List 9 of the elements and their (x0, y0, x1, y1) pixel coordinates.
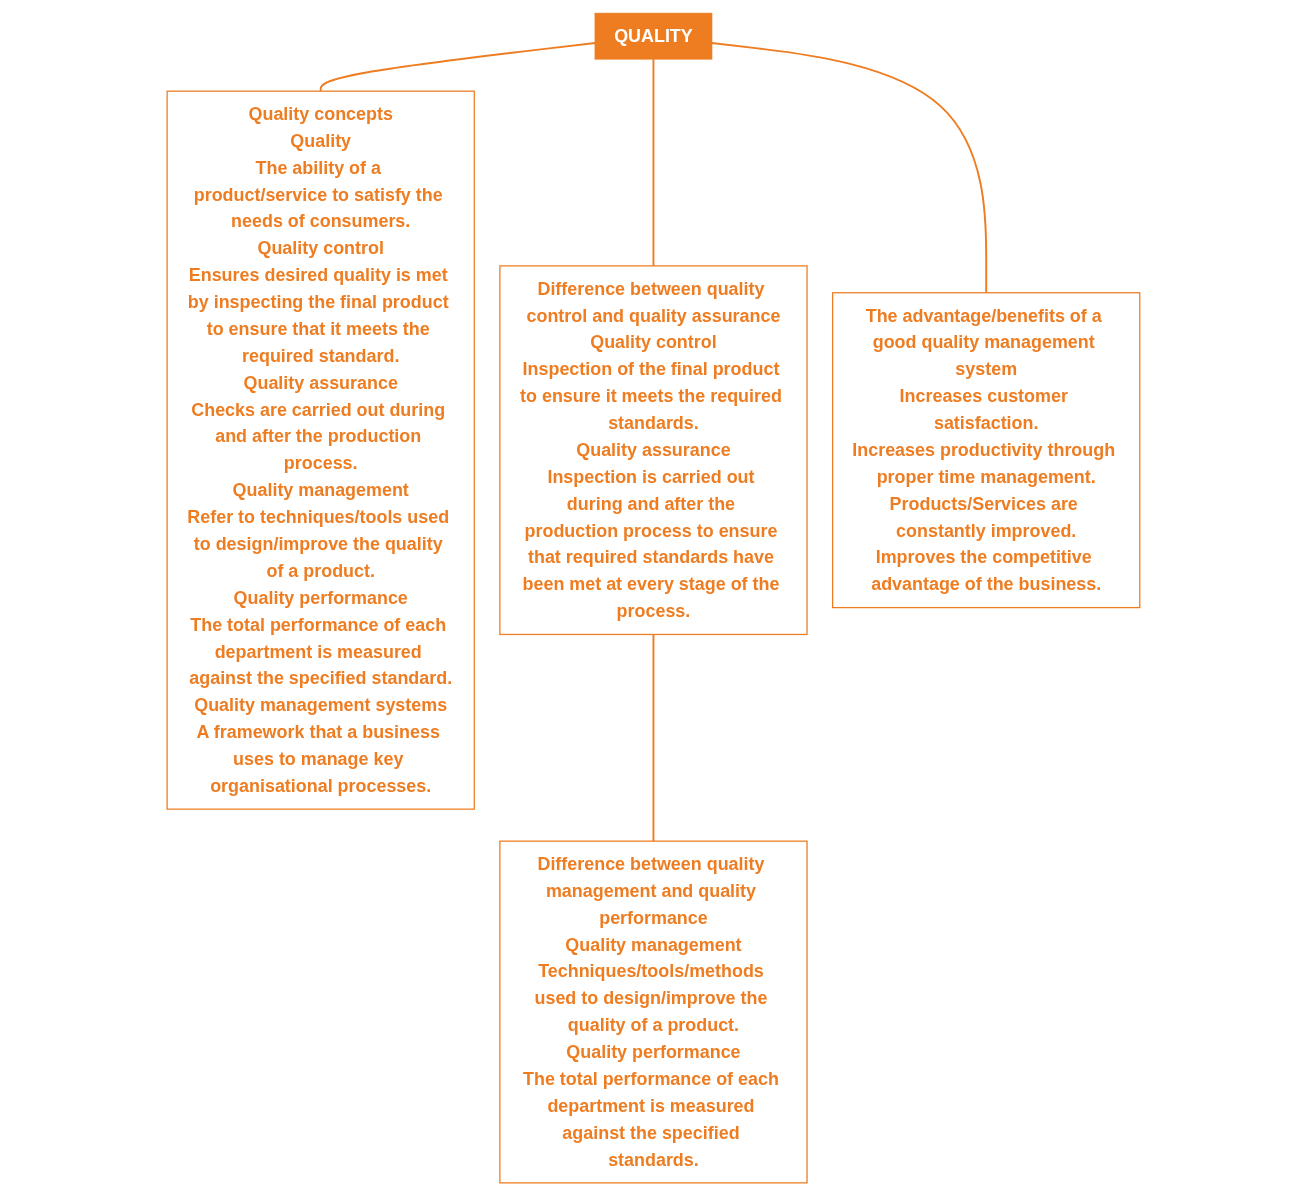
connector (652, 633, 655, 843)
connector (319, 42, 596, 93)
node-box: Difference between quality management and quality performance Quality management Techniques/tools/methods used to design/improve the quality of a product. Quality performance The total performance of each department is measured against the specified standards. (499, 840, 808, 1184)
connector (711, 42, 988, 294)
connector (652, 58, 655, 267)
node-box: Difference between quality control and quality assurance Quality control Inspection of the final product to ensure it meets the required standards. Quality assurance Inspection is carried out during and after the production process to ensure that required standards have been met at every stage of the process. (499, 265, 808, 636)
node-box: QUALITY (594, 12, 713, 60)
node-box: Quality concepts Quality The ability of a product/service to satisfy the needs of consumers. Quality control Ensures desired quality is met by inspecting the final product to ensure that it meets the required standard. Quality assurance Checks are carried out during and after the production process. Quality management Refer to techniques/tools used to design/improve the quality of a product. Quality performance The total performance of each department is measured against the specified standard. Quality management systems A framework that a business uses to manage key organisational processes. (166, 90, 475, 810)
node-box: The advantage/benefits of a good quality management system Increases customer satisfaction. Increases productivity through proper time management. Products/Services are constantly improved. Improves the competitive advantage of the business. (832, 292, 1141, 609)
